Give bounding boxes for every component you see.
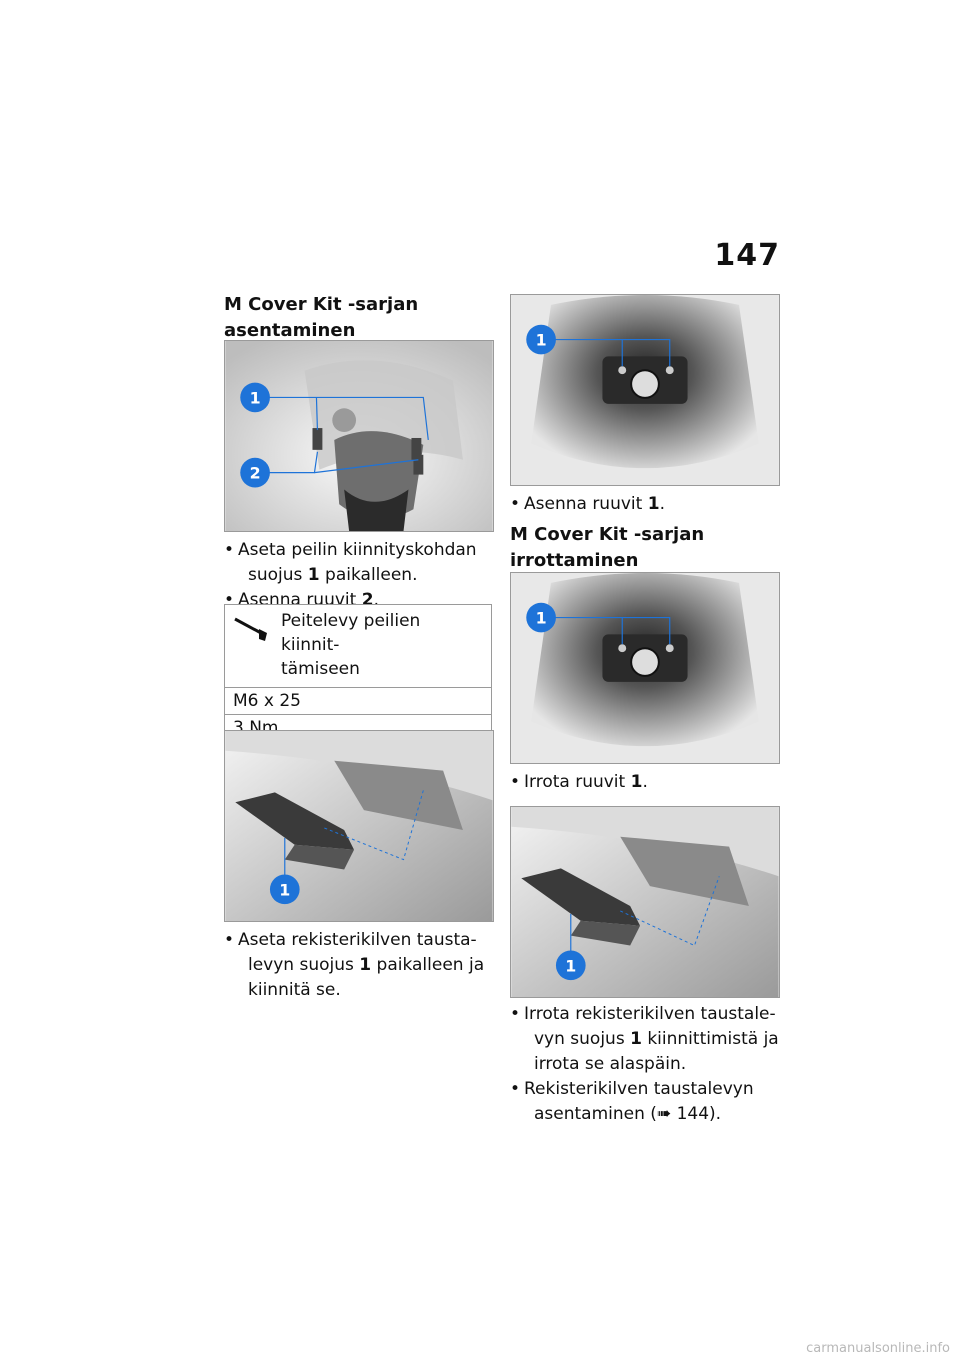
item-text: paikalleen ja (371, 955, 485, 975)
heading-line: irrottaminen (510, 550, 639, 571)
ref-number: 1 (359, 955, 372, 975)
list-item: • Aseta peilin kiinnityskohdan suojus 1 … (224, 538, 496, 588)
item-text: kiinnittimistä ja (641, 1029, 779, 1049)
list-item: • Aseta rekisterikilven tausta- levyn su… (224, 928, 496, 1003)
item-continuation: suojus 1 paikalleen. (238, 563, 496, 588)
item-continuation: kiinnitä se. (248, 980, 341, 1000)
item-text: asentaminen ( (534, 1104, 657, 1124)
figure-mirror-mount: 1 2 (224, 340, 494, 532)
callout-line (620, 876, 720, 947)
bullet-list-plate-install: • Aseta rekisterikilven tausta- levyn su… (224, 928, 496, 1003)
ref-number: 1 (307, 565, 320, 585)
callout-label: 1 (250, 388, 261, 407)
table-row: M6 x 25 (224, 687, 492, 715)
bullet-list-screws-install: • Asenna ruuvit 1. (510, 492, 782, 517)
callout-marker (526, 602, 556, 633)
callout-line (315, 397, 319, 431)
callout-marker (240, 457, 270, 488)
bullet-dot: • (224, 540, 235, 560)
section-heading-remove: M Cover Kit -sarjan irrottaminen (510, 522, 780, 574)
item-continuation: levyn suojus 1 paikalleen ja (238, 953, 496, 978)
bullet-dot: • (510, 1079, 521, 1099)
callout-marker (269, 874, 300, 905)
item-text: Aseta peilin kiinnityskohdan (238, 540, 477, 560)
callout-line (324, 790, 424, 861)
page-ref-link[interactable]: 144 (671, 1104, 709, 1124)
tail-screws-illustration: 1 (511, 295, 779, 485)
item-text: . (373, 590, 379, 610)
figure-plate-cover-remove: 1 (510, 806, 780, 998)
ref-number: 1 (630, 1029, 642, 1049)
heading-line: M Cover Kit -sarjan (224, 294, 419, 315)
callout-marker (240, 382, 270, 413)
item-text: . (642, 772, 648, 792)
bullet-list-plate-remove: • Irrota rekisterikilven taustale- vyn s… (510, 1002, 782, 1127)
callout-line (552, 338, 671, 367)
list-item: • Irrota rekisterikilven taustale- vyn s… (510, 1002, 782, 1077)
item-continuation: vyn suojus 1 kiinnittimistä ja (524, 1027, 782, 1052)
item-text: ). (709, 1104, 722, 1124)
bullet-dot: • (510, 1004, 521, 1024)
callout-marker (555, 950, 586, 981)
callout-line (266, 396, 429, 441)
figure-plate-cover-install: 1 (224, 730, 494, 922)
heading-line: asentaminen (224, 320, 356, 341)
bullet-dot: • (224, 590, 235, 610)
item-text: . (659, 494, 665, 514)
watermark: carmanualsonline.info (806, 1341, 950, 1356)
logo-emblem (630, 647, 660, 677)
item-text: Irrota rekisterikilven taustale- (524, 1004, 776, 1024)
list-item: • Rekisterikilven taustalevyn asentamine… (510, 1077, 782, 1127)
callout-label: 1 (536, 330, 547, 349)
item-text: Asenna ruuvit (524, 494, 648, 514)
spec-title: Peitelevy peilien kiinnit- (281, 611, 421, 655)
callout-label: 1 (565, 956, 576, 975)
callout-label: 2 (250, 464, 261, 483)
plate-cover-illustration: 1 (511, 807, 779, 997)
wrench-icon (234, 617, 267, 641)
item-continuation: asentaminen (➠ 144). (524, 1102, 782, 1127)
item-text: suojus (248, 565, 308, 585)
spec-value: M6 x 25 (224, 687, 492, 715)
item-text: paikalleen. (319, 565, 418, 585)
bullet-dot: • (224, 930, 235, 950)
page-number: 147 (714, 238, 780, 273)
callout-line (266, 451, 319, 474)
heading-line: M Cover Kit -sarjan (510, 524, 705, 545)
ref-number: 2 (361, 590, 374, 610)
tail-screws-illustration: 1 (511, 573, 779, 763)
ref-number: 1 (630, 772, 643, 792)
item-text: levyn suojus (248, 955, 360, 975)
figure-screws-remove: 1 (510, 572, 780, 764)
page-ref-number[interactable]: 144 (676, 1104, 710, 1124)
logo-emblem (630, 369, 660, 399)
item-text: vyn suojus (534, 1029, 631, 1049)
section-heading-install: M Cover Kit -sarjan asentaminen (224, 292, 494, 344)
torque-spec-table: Peitelevy peilien kiinnit- tämiseen M6 x… (224, 604, 492, 742)
table-row: Peitelevy peilien kiinnit- tämiseen (224, 604, 492, 688)
ref-number: 1 (647, 494, 660, 514)
arrow-right-icon: ➠ (656, 1104, 672, 1124)
list-item: • Asenna ruuvit 1. (510, 492, 782, 517)
bullet-dot: • (510, 772, 521, 792)
callout-label: 1 (536, 608, 547, 627)
bullet-list-install: • Aseta peilin kiinnityskohdan suojus 1 … (224, 538, 496, 613)
spec-title: tämiseen (281, 659, 360, 679)
callout-label: 1 (279, 880, 290, 899)
callout-marker (526, 324, 556, 355)
spec-title-cell: Peitelevy peilien kiinnit- tämiseen (224, 604, 492, 688)
plate-cover-illustration: 1 (225, 731, 493, 921)
figure-screws-install: 1 (510, 294, 780, 486)
bullet-list-screws-remove: • Irrota ruuvit 1. (510, 770, 782, 795)
item-text: Irrota ruuvit (524, 772, 631, 792)
callout-line (552, 616, 671, 645)
item-text: Aseta rekisterikilven tausta- (238, 930, 477, 950)
mirror-mount-illustration: 1 2 (225, 341, 493, 531)
bullet-dot: • (510, 494, 521, 514)
callout-line (314, 459, 419, 474)
list-item: • Irrota ruuvit 1. (510, 770, 782, 795)
item-text: Rekisterikilven taustalevyn (524, 1079, 754, 1099)
item-continuation: irrota se alaspäin. (534, 1054, 687, 1074)
